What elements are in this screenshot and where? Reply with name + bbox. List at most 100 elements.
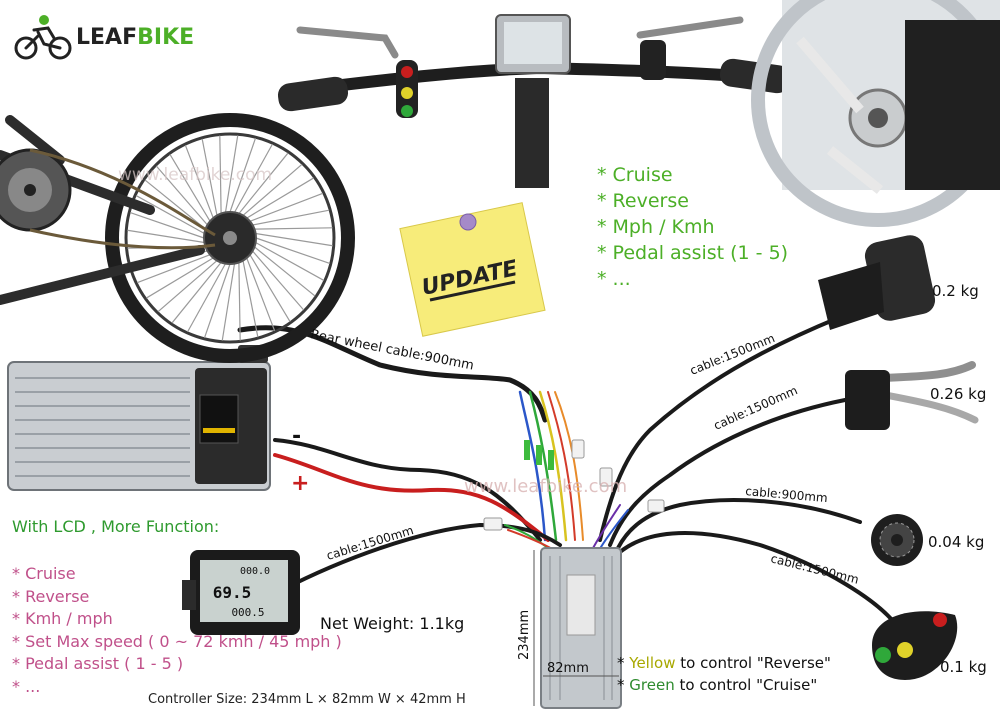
wheel-spoke: [136, 254, 211, 284]
wheel-spoke: [184, 144, 214, 219]
switch-note-bullet: *: [617, 654, 625, 672]
battery-wire-black: [273, 438, 542, 542]
brake-cable: [608, 398, 847, 547]
wheel-spoke: [238, 262, 241, 341]
lcd-mount: [182, 580, 196, 610]
wheel-spoke: [238, 152, 289, 214]
chain: [29, 148, 216, 250]
connector-white-1: [571, 439, 585, 459]
wheel-spoke: [201, 138, 218, 216]
lcd-feature-item: * Kmh / mph: [12, 609, 113, 628]
wheel-spoke: [171, 262, 222, 324]
battery-label: [199, 394, 239, 444]
switch-housing: [872, 611, 958, 680]
wheel-tire: [105, 113, 355, 363]
pas-weight: 0.04 kg: [928, 533, 985, 551]
switch-note-green-word: Green: [629, 676, 675, 694]
lcd-screen-top: 000.0: [240, 566, 270, 577]
switch-weight: 0.1 kg: [940, 658, 987, 676]
brake-clamp: [845, 370, 890, 430]
pas-cable: [616, 498, 862, 550]
switch-red-button: [933, 613, 947, 627]
net-weight: Net Weight: 1.1kg: [320, 614, 465, 633]
hub-axle: [223, 231, 237, 245]
right-brake-lever: [636, 16, 744, 39]
wheel-spoke: [135, 195, 205, 235]
throttle-housing: [818, 262, 884, 330]
wheel-spoke: [130, 211, 205, 239]
brake-weight: 0.26 kg: [930, 385, 987, 403]
wheel-spoke: [144, 179, 206, 230]
watermark-center: www.leafbike.com: [464, 476, 627, 497]
wheel-spoke: [246, 177, 314, 219]
logo-word-leaf: LEAF: [76, 24, 138, 50]
connector-green-3: [548, 450, 554, 470]
hall-wire-red: [547, 391, 576, 541]
wheel-spoke: [229, 138, 257, 213]
lcd-cable: [280, 522, 562, 592]
wheel-rim: [124, 132, 336, 344]
wheel-spoke: [255, 241, 325, 281]
wheel-spoke: [203, 263, 231, 338]
wheel-spoke: [224, 135, 239, 213]
phase-wire-green: [528, 390, 558, 542]
wheel-spoke: [252, 250, 305, 311]
switch-note-yellow-word: Yellow: [629, 654, 676, 672]
wheel-spoke: [187, 263, 227, 333]
switch-cable-label: cable:1500mm: [769, 551, 860, 586]
handlebar-red-button: [401, 66, 413, 78]
connector-green-1: [524, 440, 530, 460]
top-features-list: * Cruise * Reverse * Mph / Kmh * Pedal a…: [597, 162, 788, 292]
handlebar-yellow-button: [401, 87, 413, 99]
wheel-spoke: [246, 257, 276, 332]
connectors: [483, 439, 665, 531]
wheel-spoke: [255, 237, 330, 265]
left-grip: [277, 76, 349, 112]
wheel-spoke: [249, 254, 291, 322]
handlebar-green-button: [401, 105, 413, 117]
lcd-feature-item: * Reverse: [12, 586, 90, 606]
lcd-feature-item: * Set Max speed ( 0 ~ 72 kmh / 45 mph ): [12, 631, 342, 651]
controller-size: Controller Size: 234mm L × 82mm W × 42mm…: [148, 692, 466, 707]
throttle-thumb-pod: [640, 40, 666, 80]
logo-word-bike: BIKE: [137, 24, 195, 50]
wheel-spoke: [242, 163, 303, 216]
bundle-wire-3: [591, 504, 621, 551]
lcd-feature-item: * Pedal assist ( 1 - 5 ): [12, 654, 184, 673]
controller-height-label: 234mm: [517, 610, 532, 660]
top-feature-item: * ...: [597, 268, 631, 290]
controller: [533, 547, 622, 709]
handlebar-lcd-screen: [504, 22, 562, 64]
top-feature-item: * Reverse: [597, 190, 689, 212]
phase-wire-blue: [518, 390, 547, 542]
hall-wire-orange: [554, 391, 584, 541]
battery: [7, 345, 271, 491]
lcd-screen-bottom: 000.5: [231, 606, 264, 619]
wires: [237, 316, 902, 632]
throttle-cable: [598, 316, 840, 542]
wheel-spoke: [219, 135, 222, 214]
phase-wire-yellow: [538, 390, 568, 542]
cyclist-logo-icon: [14, 15, 72, 60]
left-brake-lever: [296, 26, 399, 59]
lcd-features-heading: With LCD , More Function:: [12, 517, 220, 536]
connector-white-3: [483, 517, 503, 531]
top-feature-item: * Pedal assist (1 - 5): [597, 242, 789, 264]
lcd-screen: [200, 560, 288, 622]
battery-wire-red: [273, 453, 550, 542]
connector-green-2: [536, 445, 542, 465]
lcd-display: 000.0 69.5 000.5: [182, 550, 300, 635]
stem: [515, 78, 549, 188]
switch-note-bullet: *: [617, 676, 625, 694]
rear-wheel: [105, 113, 355, 363]
battery-fins: [15, 377, 190, 477]
handlebar: [277, 14, 796, 188]
lcd-screen-speed: 69.5: [213, 583, 252, 602]
switch-note-yellow: * Yellow to control "Reverse": [617, 652, 831, 674]
top-feature-item: * Cruise: [597, 164, 673, 186]
wheel-spoke: [127, 229, 205, 244]
connector-white-2: [599, 467, 613, 487]
battery-minus-label: -: [292, 424, 301, 449]
brake-lever: [845, 361, 979, 430]
